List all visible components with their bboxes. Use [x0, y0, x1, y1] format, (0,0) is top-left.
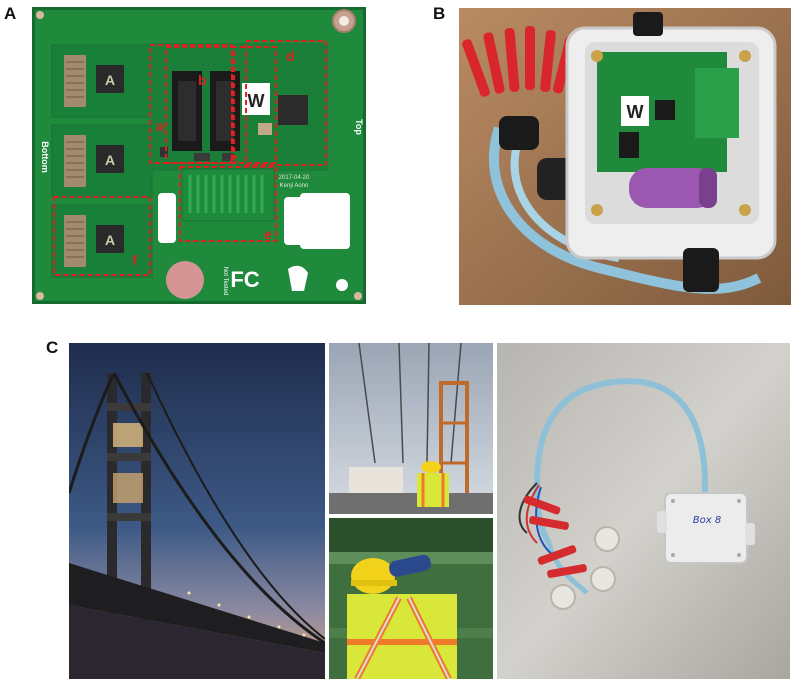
region-label-e: e	[264, 226, 272, 242]
pcb-author-text: Kenji Aono	[280, 183, 309, 189]
region-label-b: b	[198, 72, 207, 88]
annotation-box-f	[53, 196, 151, 276]
enclosure-photo: W	[459, 8, 791, 305]
pcb-photo: A A A Bottom Top W 2017-04-20 Kenji Aono	[32, 7, 366, 304]
pcb-logo-w: W	[248, 91, 265, 111]
sensor-node-photo: Box 8	[497, 343, 790, 679]
chip-letter: A	[105, 232, 115, 248]
enclosure-pcb-logo: W	[627, 102, 644, 122]
annotation-box-e	[179, 166, 277, 242]
pcb-date-text: 2017-04-20	[279, 175, 310, 181]
side-label-bottom: Bottom	[40, 141, 50, 173]
panel-label-c: C	[46, 338, 59, 357]
region-label-c: c	[230, 150, 238, 166]
region-label-a: a	[156, 118, 164, 134]
fcc-logo: FC	[230, 267, 259, 292]
annotation-box-d	[245, 40, 327, 166]
bridge-worker-bottom-photo	[329, 518, 493, 679]
bridge-worker-top-photo	[329, 343, 493, 514]
side-label-top: Top	[354, 119, 364, 135]
panel-label-a: A	[4, 4, 17, 23]
chip-letter: A	[105, 152, 115, 168]
annotation-box-b	[165, 46, 235, 164]
box-label: Box 8	[693, 515, 721, 526]
panel-label-b: B	[433, 4, 446, 23]
region-label-d: d	[286, 48, 295, 64]
fcc-note: Not Tested	[222, 267, 228, 296]
region-label-f: f	[132, 252, 137, 268]
chip-letter: A	[105, 72, 115, 88]
bridge-dusk-photo	[69, 343, 325, 679]
